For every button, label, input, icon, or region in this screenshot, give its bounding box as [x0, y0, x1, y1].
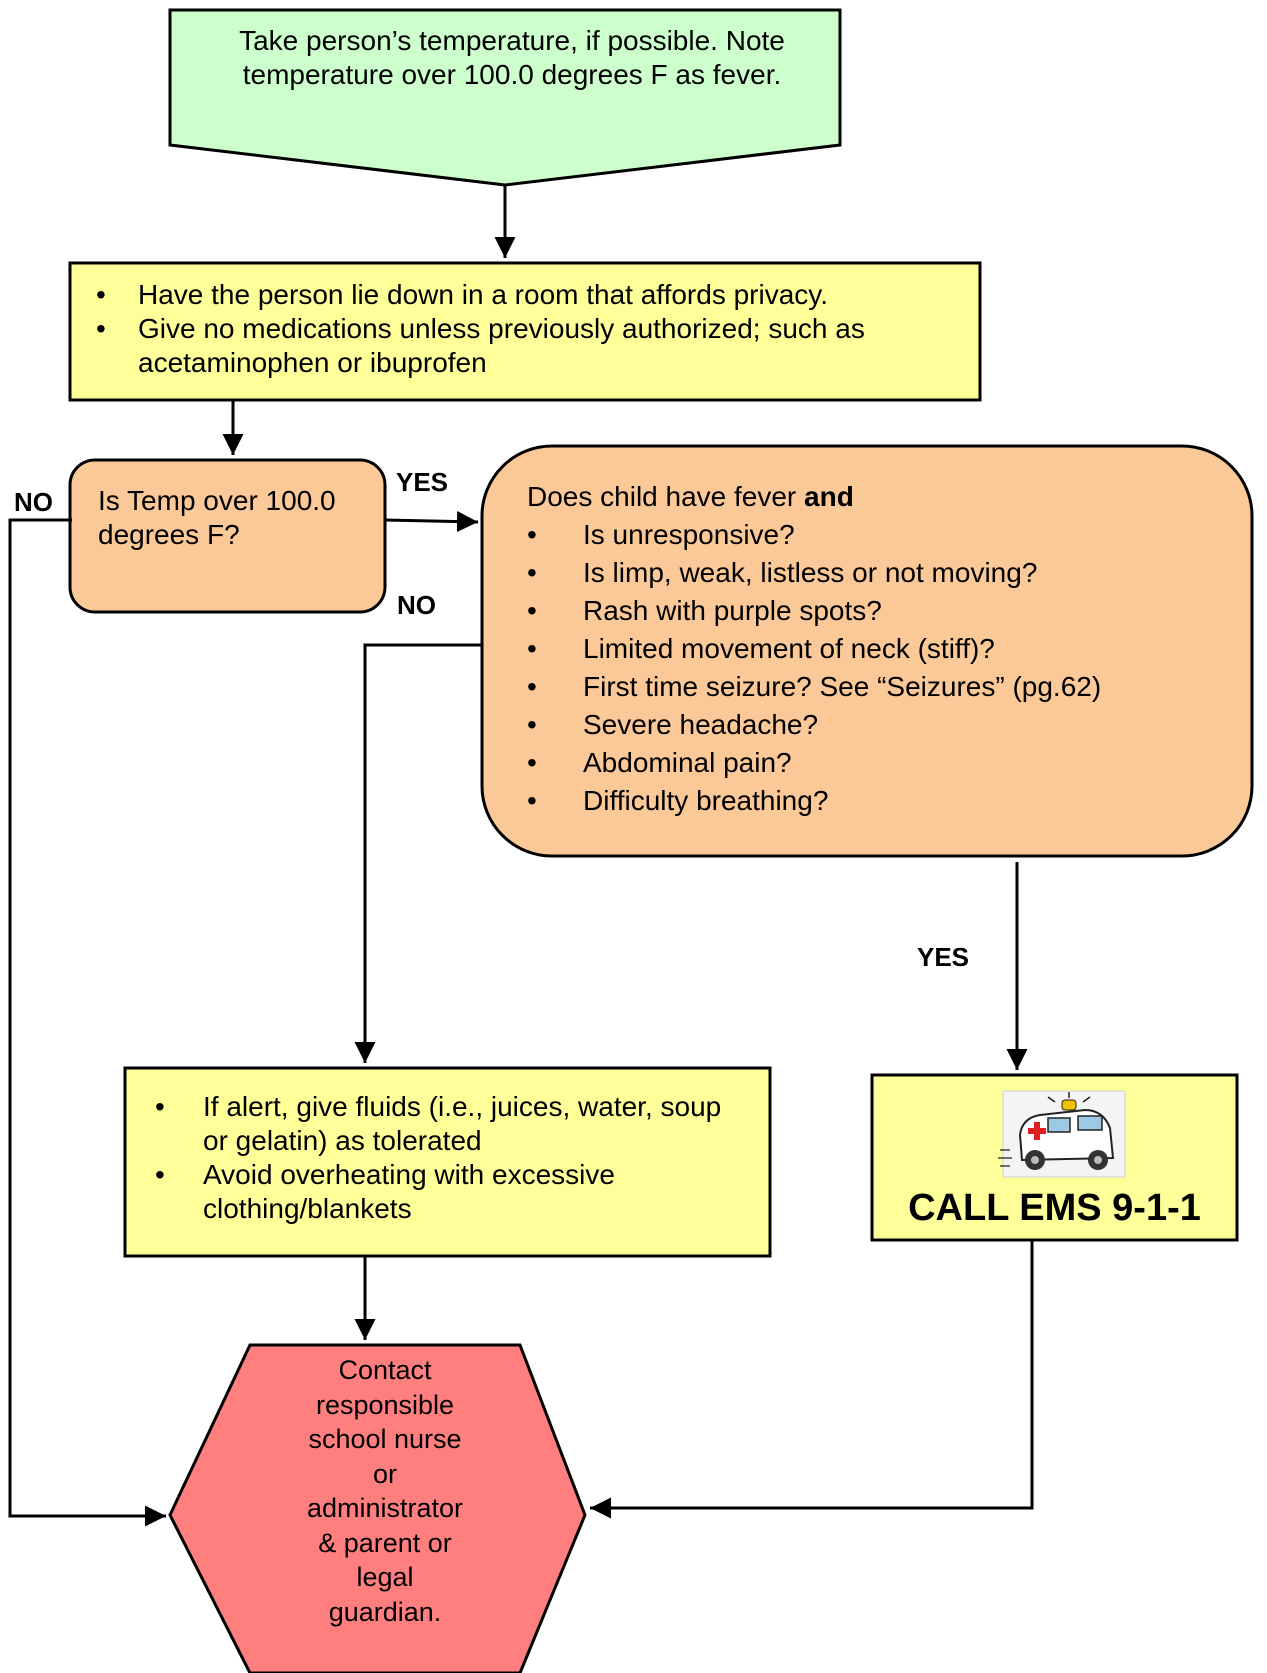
end-line: responsible [315, 1389, 455, 1420]
connector-temp-yes [384, 511, 479, 533]
edge-label-symptoms-no: NO [397, 590, 436, 620]
edge-label-temp-yes: YES [396, 467, 449, 497]
list-item: Severe headache? [485, 708, 1245, 742]
end-line: guardian. [328, 1596, 442, 1627]
decision-symptoms-intro-text: Does child have fever [527, 481, 797, 512]
end-line: school nurse [308, 1424, 462, 1454]
list-item: Is unresponsive? [485, 518, 1245, 552]
end-line: or [372, 1458, 397, 1489]
step-fluids-list: If alert, give fluids (i.e., juices, wat… [127, 1090, 747, 1226]
end-line: & parent or [318, 1527, 452, 1558]
list-item: Is limp, weak, listless or not moving? [485, 556, 1245, 590]
connector-ems-to-end [590, 1240, 1034, 1519]
end-line: legal [356, 1562, 414, 1592]
list-item: Abdominal pain? [485, 746, 1245, 780]
decision-temp-text: Is Temp over 100.0 degrees F? [98, 485, 336, 550]
edge-label-symptoms-yes: YES [917, 942, 970, 972]
decision-temp-shape [68, 458, 387, 614]
start-node-shape [168, 8, 842, 187]
list-item: If alert, give fluids (i.e., juices, wat… [127, 1090, 747, 1158]
call-ems-label: CALL EMS 9-1-1 [908, 1187, 1201, 1229]
decision-symptoms-intro-bold: and [804, 481, 854, 512]
end-line: administrator [306, 1493, 464, 1523]
start-node-text: Take person’s temperature, if possible. … [239, 25, 785, 90]
end-node-shape [168, 1343, 587, 1673]
decision-symptoms-intro: Does child have fever and [527, 480, 1227, 514]
list-item: Limited movement of neck (stiff)? [485, 632, 1245, 666]
list-item: Have the person lie down in a room that … [74, 278, 954, 312]
end-line: Contact [338, 1355, 432, 1385]
list-item: Give no medications unless previously au… [74, 312, 954, 380]
end-node-text: Contact responsible school nurse or admi… [260, 1353, 510, 1629]
ambulance-icon [998, 1090, 1126, 1178]
list-item: Avoid overheating with excessive clothin… [127, 1158, 747, 1226]
connector-temp-no [8, 518, 166, 1527]
list-item: First time seizure? See “Seizures” (pg.6… [485, 670, 1245, 704]
step-rest-list: Have the person lie down in a room that … [74, 278, 954, 380]
connector-symptoms-no [354, 643, 482, 1063]
list-item: Difficulty breathing? [485, 784, 1245, 818]
list-item: Rash with purple spots? [485, 594, 1245, 628]
edge-label-temp-no: NO [14, 487, 53, 517]
decision-symptoms-list: Is unresponsive? Is limp, weak, listless… [485, 518, 1245, 822]
